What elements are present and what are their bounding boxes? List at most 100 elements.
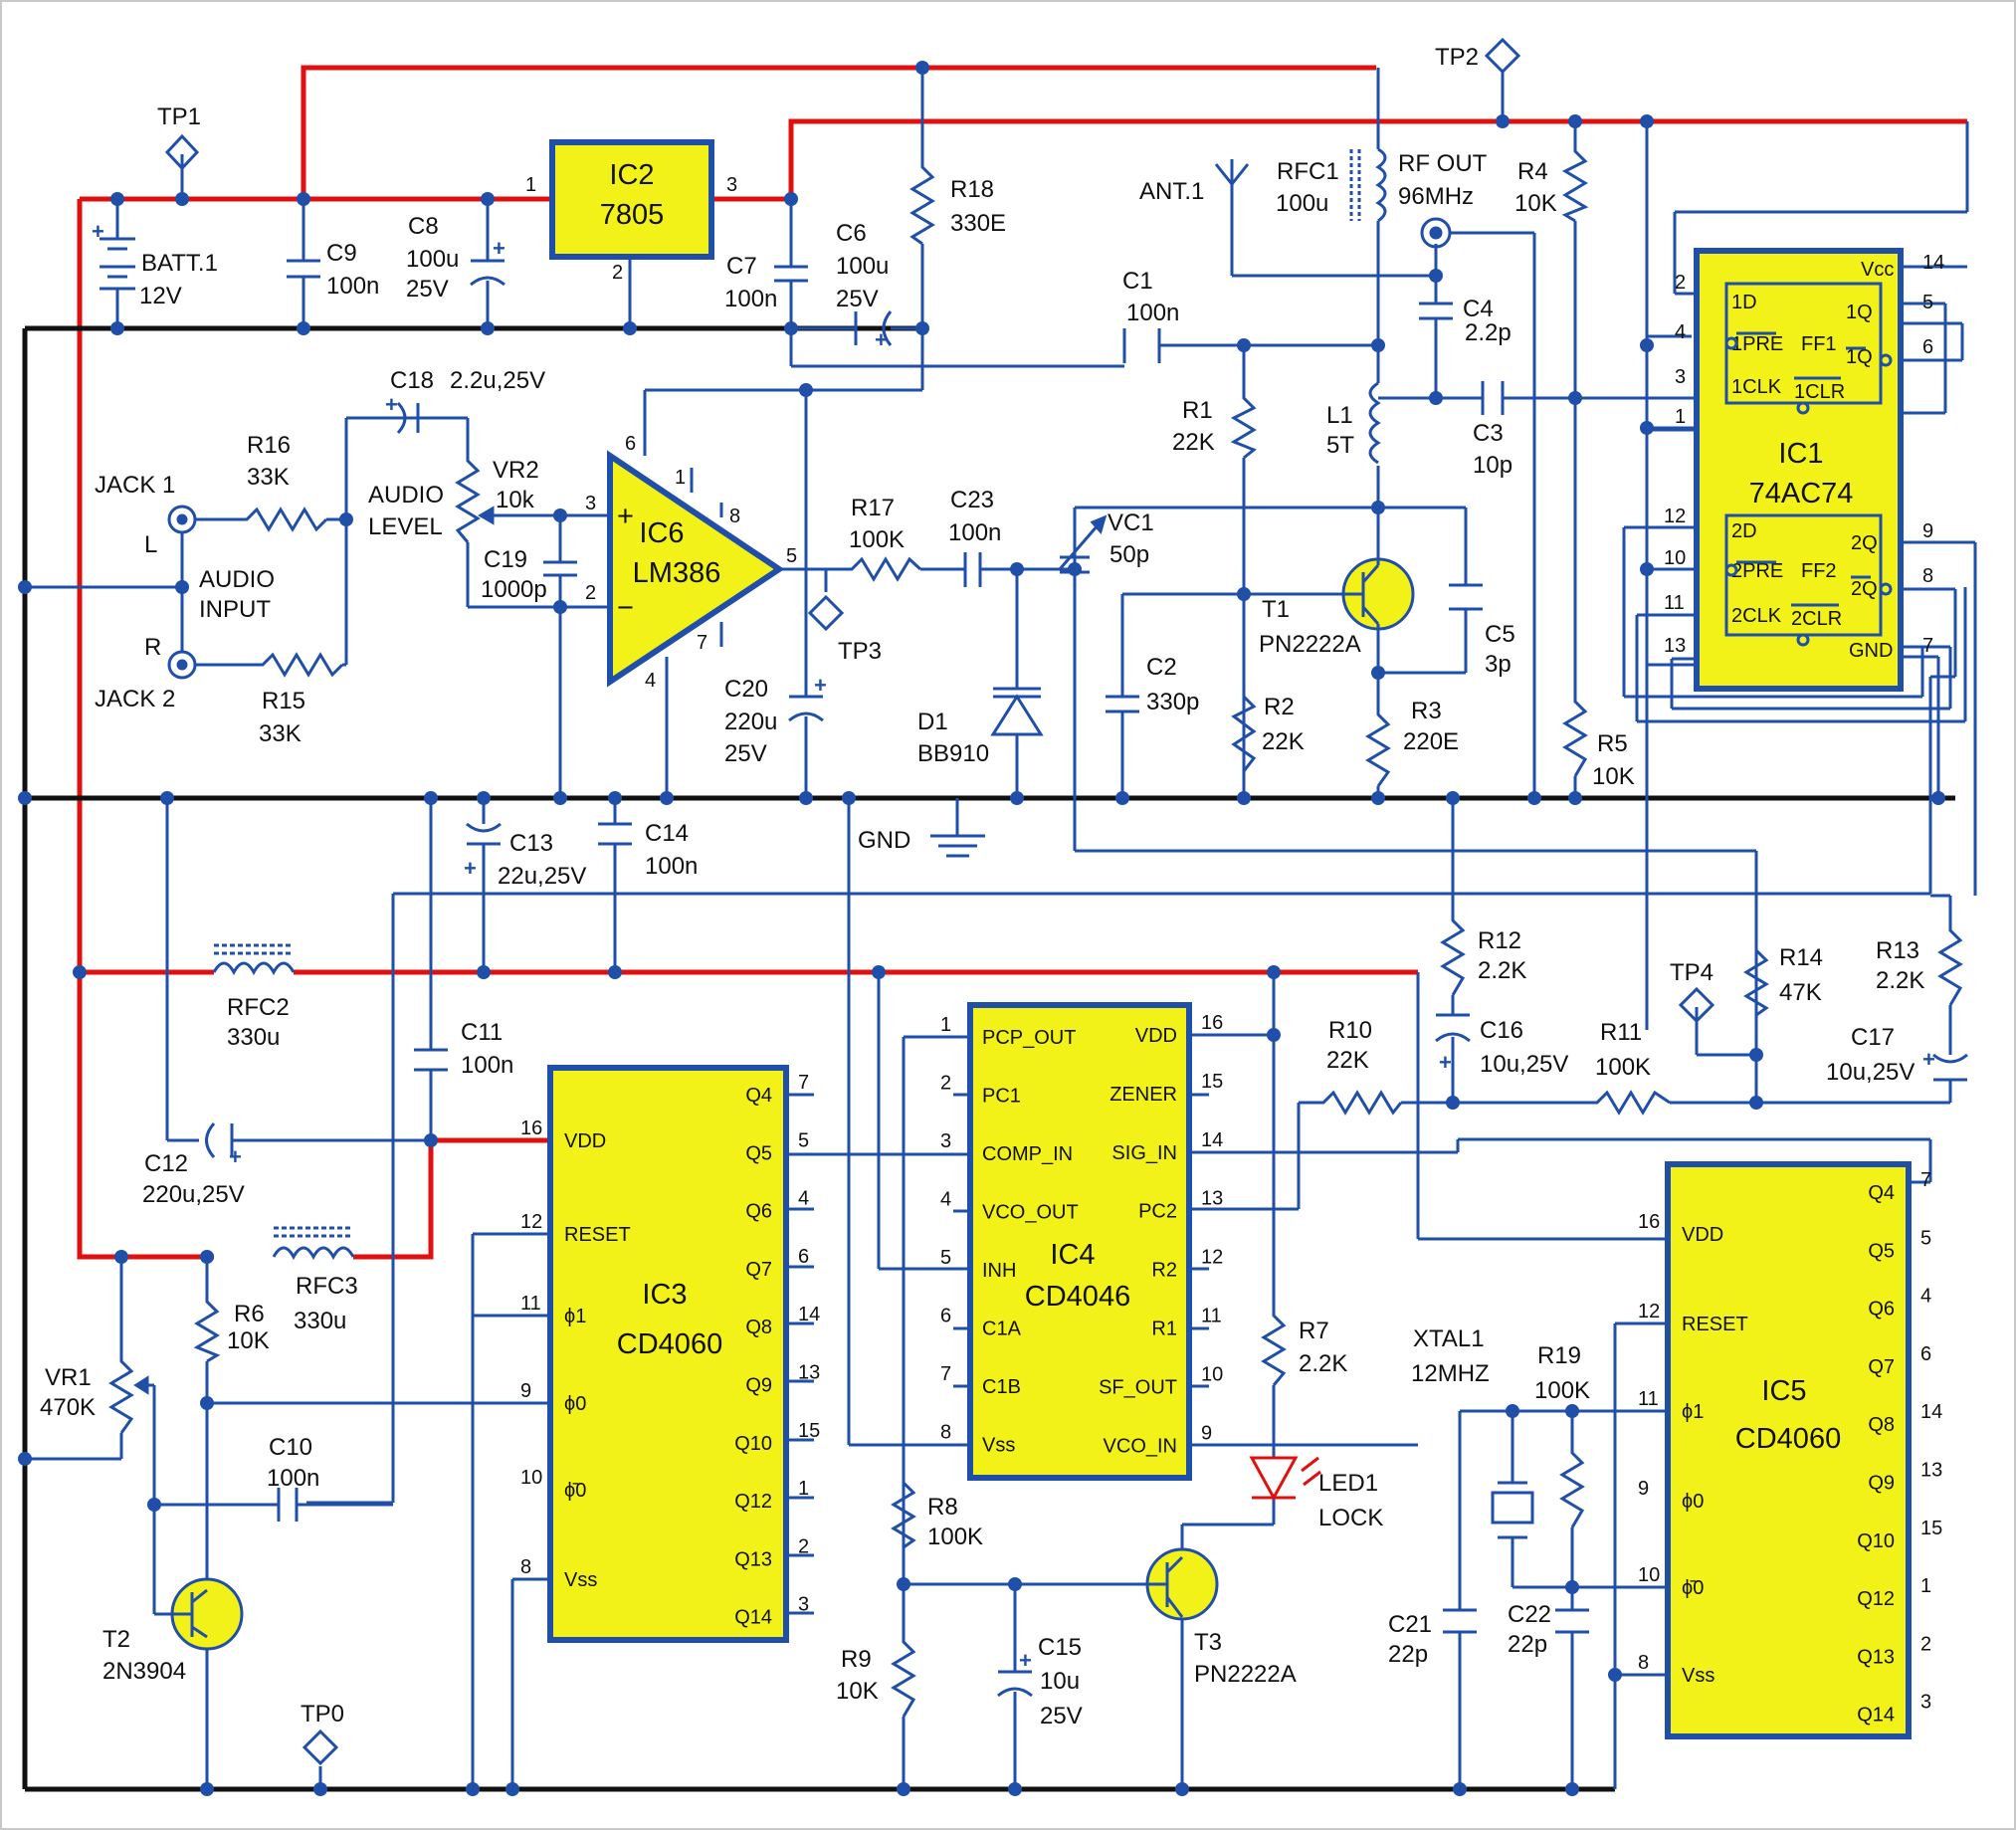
ic4-label-zener: ZENER	[1109, 1084, 1177, 1106]
label-c8-v1: 100u	[406, 246, 459, 273]
ic5-pin-7: 7	[1920, 1169, 1931, 1191]
label-r14-v: 47K	[1779, 979, 1822, 1006]
label-t2: T2	[102, 1626, 130, 1653]
capacitors	[205, 259, 1968, 1698]
ic1-part: 74AC74	[1749, 478, 1854, 509]
label-led1-v: LOCK	[1318, 1505, 1383, 1531]
label-rfc3-v: 330u	[294, 1308, 346, 1334]
label-r3: R3	[1411, 698, 1442, 724]
label-tp0: TP0	[301, 1701, 344, 1728]
ic5-label-q7: Q7	[1868, 1356, 1895, 1378]
ic4-pin-14: 14	[1201, 1129, 1223, 1151]
label-r3-v: 220E	[1403, 728, 1459, 755]
label-gnd: GND	[858, 827, 910, 854]
ic1-txt-1q: 1Q	[1846, 302, 1873, 323]
ic6-plus: +	[617, 501, 634, 532]
label-c9: C9	[326, 240, 357, 267]
ic3-pin-13: 13	[798, 1362, 820, 1384]
ic3-label-q12: Q12	[734, 1491, 772, 1513]
label-r13-v: 2.2K	[1876, 967, 1924, 994]
label-c8-v2: 25V	[406, 276, 449, 303]
label-r8: R8	[927, 1494, 958, 1521]
ic5-pin-9: 9	[1638, 1478, 1649, 1500]
label-c16-v: 10u,25V	[1480, 1051, 1568, 1078]
ic4-pin-16: 16	[1201, 1012, 1223, 1034]
ic1-txt-gnd: GND	[1849, 640, 1893, 662]
label-c10: C10	[269, 1434, 312, 1461]
label-xtal-v: 12MHZ	[1411, 1360, 1490, 1387]
ic1-pin12: 12	[1664, 506, 1686, 527]
label-c2-v: 330p	[1146, 689, 1199, 715]
label-r7-v: 2.2K	[1299, 1350, 1347, 1377]
ic1-txt-2d: 2D	[1731, 520, 1757, 542]
label-r16-v: 33K	[247, 464, 290, 491]
ic6-minus: −	[617, 592, 634, 624]
label-c14: C14	[645, 820, 689, 847]
ic1-pin6: 6	[1922, 336, 1933, 358]
ic3-pin-3: 3	[798, 1594, 809, 1616]
label-c3: C3	[1473, 420, 1504, 447]
ic5-label-vss: Vss	[1682, 1665, 1714, 1687]
label-t1: T1	[1262, 596, 1290, 623]
ic5-counter: IC5 CD4060 16VDD12RESET11ϕ19ϕ010ϕ̄08Vss7…	[1638, 1161, 1942, 1739]
label-rfout2: 96MHz	[1398, 183, 1474, 210]
label-d1-v: BB910	[917, 740, 989, 767]
label-r18: R18	[950, 176, 994, 203]
ic2-name: IC2	[609, 159, 654, 191]
label-jack2: JACK 2	[95, 686, 175, 712]
label-c21-v: 22p	[1388, 1641, 1428, 1668]
label-r2-v: 22K	[1262, 728, 1305, 755]
ic4-pin-8: 8	[940, 1422, 951, 1444]
label-r17: R17	[851, 495, 895, 521]
ic1-txt-1d: 1D	[1731, 292, 1757, 313]
ic4-pin-13: 13	[1201, 1188, 1223, 1210]
ic4-label-vcoin: VCO_IN	[1104, 1435, 1177, 1457]
label-tp2: TP2	[1435, 44, 1479, 71]
label-r4: R4	[1517, 158, 1548, 185]
label-c20: C20	[724, 676, 768, 703]
label-rfc2: RFC2	[227, 994, 290, 1021]
ic4-pin-7: 7	[940, 1363, 951, 1385]
ic3-label-q14: Q14	[734, 1607, 772, 1629]
label-audio-in1: AUDIO	[199, 566, 275, 593]
label-c3-v: 10p	[1473, 452, 1512, 479]
label-r13: R13	[1876, 937, 1919, 964]
ic3-label-vdd: VDD	[564, 1130, 606, 1152]
ic2-regulator: IC2 7805 1 3 2	[525, 139, 737, 284]
label-rfc2-v: 330u	[227, 1024, 280, 1051]
ic2-pin-gnd: 2	[612, 262, 623, 284]
label-c16: C16	[1480, 1017, 1523, 1044]
ic4-pin-2: 2	[940, 1073, 951, 1095]
ic6-amplifier: IC6 LM386 6 1 8 3 2 5 7 4 + −	[585, 433, 808, 692]
ic3-pin-7: 7	[798, 1072, 809, 1094]
ic4-label-c1b: C1B	[982, 1376, 1021, 1398]
ic4-label-compin: COMP_IN	[982, 1143, 1073, 1165]
label-r12-v: 2.2K	[1478, 957, 1526, 984]
ic5-pin-8: 8	[1638, 1652, 1649, 1674]
label-tp4: TP4	[1670, 959, 1714, 986]
ic1-txt-1pre: 1PRE	[1731, 333, 1783, 355]
ic3-pin-8: 8	[520, 1556, 531, 1578]
ic4-pin-10: 10	[1201, 1363, 1223, 1385]
label-c17-v: 10u,25V	[1826, 1059, 1915, 1086]
ic3-label-q5: Q5	[745, 1142, 772, 1164]
ic2-pin-out: 3	[726, 174, 737, 196]
svg-text:+: +	[875, 327, 888, 352]
label-r19-v: 100K	[1534, 1377, 1590, 1404]
ic1-pin13: 13	[1664, 635, 1686, 657]
ic1-pin9: 9	[1922, 520, 1933, 542]
ic5-pin-1: 1	[1920, 1575, 1931, 1597]
label-c23-v: 100n	[948, 519, 1001, 546]
label-rfout1: RF OUT	[1398, 150, 1488, 177]
polarity-marks: + + + + + + + + + +	[92, 219, 1935, 1673]
ic1-txt-2clk: 2CLK	[1731, 605, 1782, 627]
ic5-part: CD4060	[1735, 1423, 1841, 1455]
label-r14: R14	[1779, 944, 1823, 971]
ic6-pin3: 3	[585, 493, 596, 514]
ic3-pin-14: 14	[798, 1304, 820, 1325]
ic6-pin7: 7	[697, 632, 707, 654]
ic6-pin1: 1	[675, 467, 686, 489]
label-c11-v: 100n	[461, 1052, 513, 1079]
supply-rails	[77, 65, 1967, 1260]
